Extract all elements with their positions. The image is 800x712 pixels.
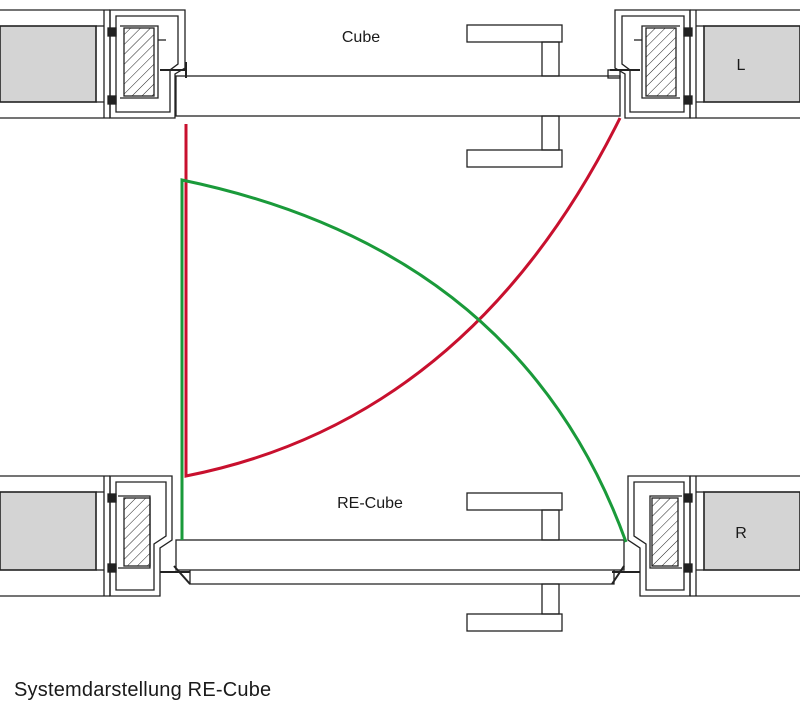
top-door-handle	[466, 24, 563, 168]
top-right-wall	[689, 9, 800, 119]
bottom-label: RE-Cube	[337, 495, 403, 512]
top-door-assembly	[0, 9, 800, 168]
top-left-wall	[0, 9, 111, 119]
left-marker: L	[737, 57, 746, 74]
caption: Systemdarstellung RE-Cube	[14, 679, 272, 701]
door-swing-paths	[180, 117, 628, 543]
top-door-leaf	[175, 75, 621, 117]
top-right-frame	[610, 9, 693, 119]
top-left-frame	[107, 9, 187, 119]
bottom-door-leaf	[175, 539, 625, 585]
right-marker: R	[735, 525, 747, 542]
bottom-door-handle	[466, 492, 563, 632]
top-label: Cube	[342, 29, 380, 46]
green-swing-path	[180, 178, 628, 543]
bottom-left-wall	[0, 475, 111, 597]
bottom-right-wall	[689, 475, 800, 597]
bottom-left-frame	[107, 475, 191, 597]
red-swing-path	[184, 117, 622, 478]
bottom-door-assembly	[0, 475, 800, 632]
